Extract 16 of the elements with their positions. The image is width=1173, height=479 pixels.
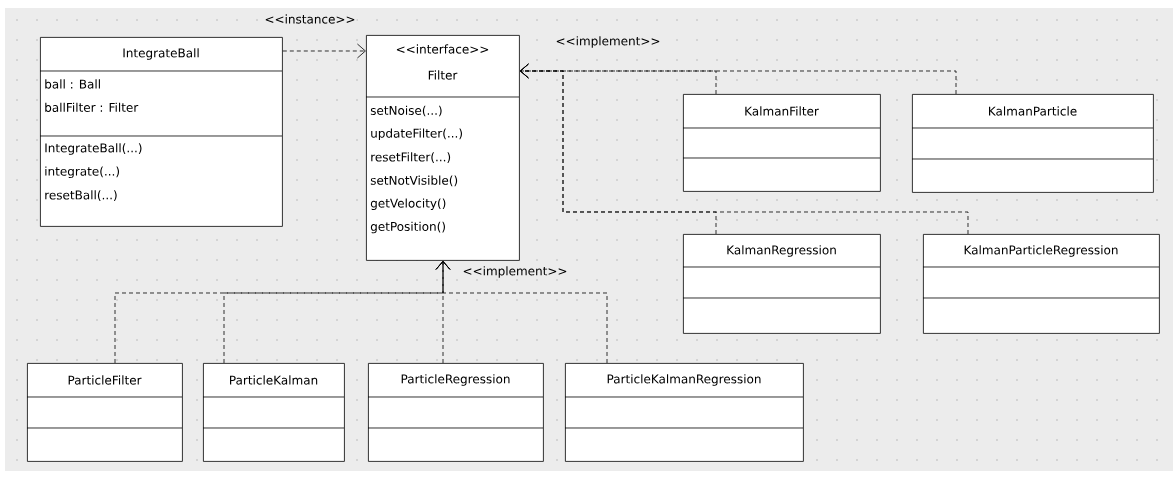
class-box: IntegrateBall ball : Ball ballFilter : Filter IntegrateBall(...) integrate(...) resetBall(...) [39, 37, 283, 227]
class-box: KalmanParticle [911, 94, 1154, 193]
edge-label: <<implement>> [461, 265, 569, 279]
class-box: KalmanParticleRegression [922, 234, 1160, 334]
edge-label: <<implement>> [554, 35, 662, 49]
class-box: ParticleKalmanRegression [564, 363, 804, 462]
class-box: ParticleKalman [202, 363, 345, 462]
realization-arrow [435, 261, 608, 364]
class-box: ParticleRegression [367, 363, 544, 462]
class-box: <<interface>> Filter setNoise(...) updateFilter(...) resetFilter(...) setNotVisible() getVelocity() getPosition() [365, 35, 520, 261]
dependency-arrow [282, 43, 366, 59]
edge-label: <<instance>> [263, 13, 357, 25]
class-box: ParticleFilter [26, 363, 183, 462]
class-box: KalmanFilter [682, 94, 881, 192]
class-box: KalmanRegression [682, 234, 881, 334]
realization-arrow [520, 63, 969, 235]
